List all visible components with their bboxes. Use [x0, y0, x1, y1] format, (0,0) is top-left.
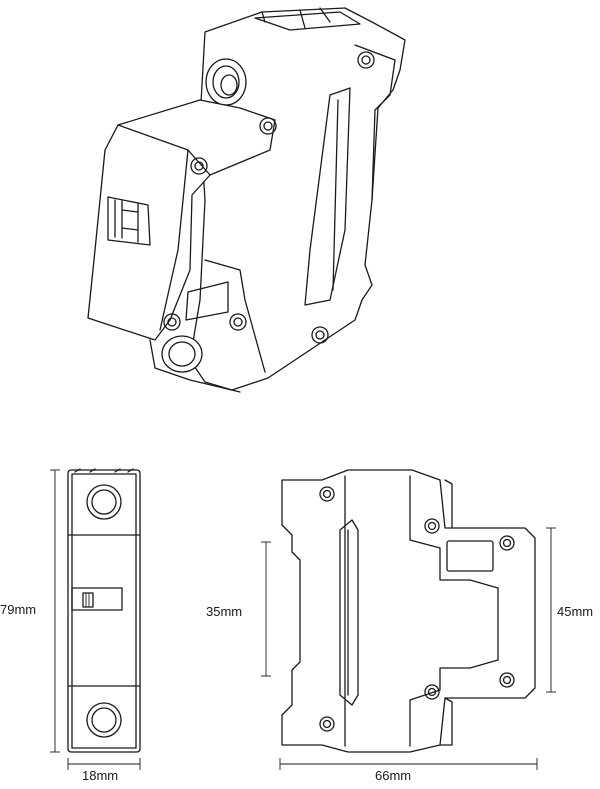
side-inner-height-label: 35mm: [206, 604, 243, 619]
side-depth-label: 66mm: [373, 768, 414, 783]
side-outer-height-label: 45mm: [557, 604, 594, 619]
side-dimension-lines: [261, 527, 556, 770]
isometric-view: [87, 7, 406, 393]
front-width-label: 18mm: [80, 768, 121, 783]
front-view: [67, 468, 141, 753]
side-view: [281, 469, 536, 753]
front-dimension-lines: [50, 469, 141, 770]
front-height-label: 79mm: [0, 602, 37, 617]
